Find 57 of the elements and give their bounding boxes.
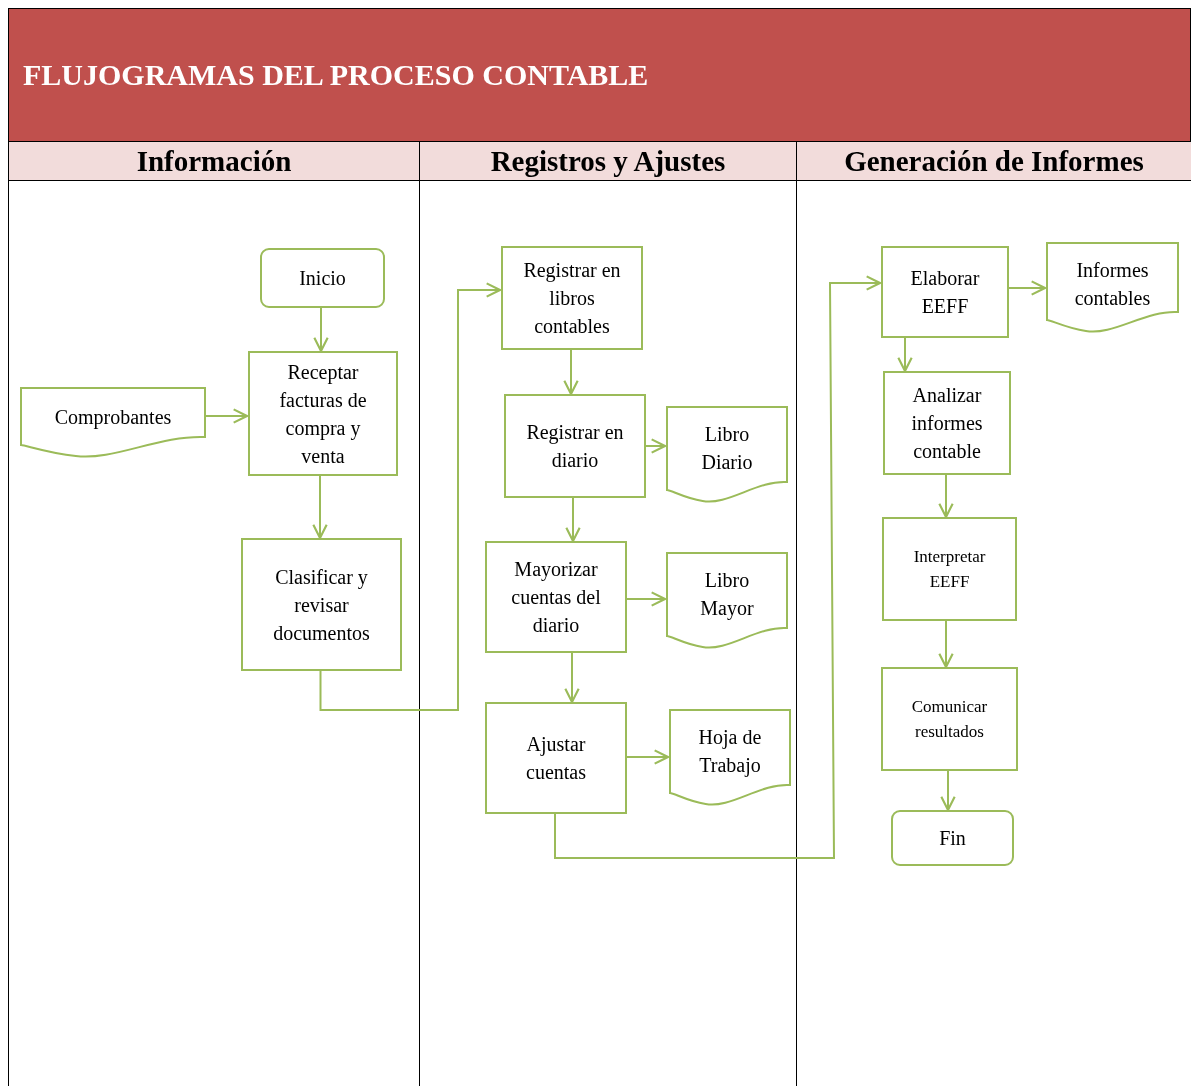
lane-header: Registros y Ajustes: [420, 142, 796, 181]
process-box: [881, 667, 1018, 771]
node-label: Ajustar cuentas: [525, 732, 587, 785]
node-label: Registrar en diario: [525, 420, 625, 473]
node-label: Informes contables: [1073, 258, 1152, 311]
arrow: [564, 652, 580, 704]
lane-header: Información: [9, 142, 419, 181]
process-box: [485, 702, 627, 814]
document-shape: [666, 552, 788, 650]
arrow: [625, 591, 667, 607]
swimlane: [419, 142, 796, 1086]
document-shape: [1046, 242, 1179, 334]
node-label: Comunicar resultados: [910, 696, 989, 743]
node-label: Receptar facturas de compra y venta: [278, 359, 368, 469]
arrow: [1007, 280, 1047, 296]
node-label: Inicio: [299, 266, 346, 291]
arrow: [312, 475, 328, 540]
node-label: Libro Mayor: [699, 568, 755, 622]
process-box: [501, 246, 643, 350]
node-label: Registrar en libros contables: [522, 258, 622, 339]
title-banner: FLUJOGRAMAS DEL PROCESO CONTABLE: [8, 8, 1191, 142]
arrow: [563, 349, 579, 396]
arrow: [897, 337, 913, 373]
node-label: Hoja de Trabajo: [697, 725, 763, 779]
process-box: [248, 351, 398, 476]
node-label: Elaborar EEFF: [909, 266, 981, 319]
node-label: Fin: [939, 826, 966, 851]
terminal-box: [891, 810, 1014, 866]
process-box: [504, 394, 646, 498]
arrow: [565, 497, 581, 543]
node-label: Analizar informes contable: [910, 383, 984, 464]
document-shape: [20, 387, 206, 459]
node-label: Interpretar EEFF: [912, 546, 987, 593]
lane-header: Generación de Informes: [797, 142, 1191, 181]
process-box: [485, 541, 627, 653]
document-shape: [666, 406, 788, 504]
node-label: Comprobantes: [54, 405, 172, 431]
arrow: [313, 307, 329, 353]
arrow: [938, 620, 954, 669]
terminal-box: [260, 248, 385, 308]
swimlane: [8, 142, 419, 1086]
arrow: [940, 770, 956, 812]
arrow: [625, 749, 670, 765]
process-box: [241, 538, 402, 671]
arrow: [554, 275, 882, 859]
document-shape: [669, 709, 791, 807]
process-box: [881, 246, 1009, 338]
node-label: Libro Diario: [700, 422, 754, 475]
node-label: Mayorizar cuentas del diario: [510, 557, 602, 638]
arrow: [319, 282, 502, 711]
arrow: [204, 408, 249, 424]
process-box: [882, 517, 1017, 621]
arrow: [644, 438, 667, 454]
swimlane: [796, 142, 1191, 1086]
arrow: [938, 474, 954, 519]
process-box: [883, 371, 1011, 475]
node-label: Clasificar y revisar documentos: [272, 564, 371, 646]
